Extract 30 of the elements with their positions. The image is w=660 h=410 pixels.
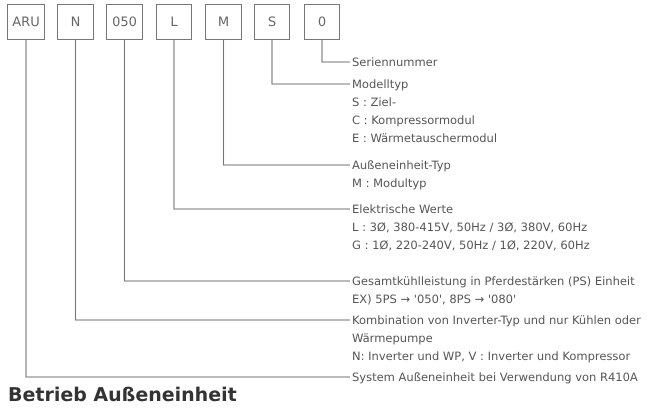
code-box: L bbox=[156, 4, 192, 40]
code-option-text: S : Ziel- bbox=[352, 94, 396, 111]
code-box: 0 bbox=[304, 4, 340, 40]
code-box: ARU bbox=[7, 4, 45, 40]
leader-line bbox=[271, 40, 350, 85]
description-text: System Außeneinheit bei Verwendung von R410A bbox=[352, 369, 638, 386]
description-text: Modelltyp bbox=[352, 76, 408, 93]
description-text: Kombination von Inverter-Typ und nur Kühlen oder Wärmepumpe bbox=[352, 312, 642, 347]
description-text: Gesamtkühlleistung in Pferdestärken (PS) Einheit bbox=[352, 273, 635, 290]
code-option-text: N: Inverter und WP, V : Inverter und Kompressor bbox=[352, 348, 630, 365]
leader-line bbox=[74, 40, 350, 321]
leader-line bbox=[124, 40, 350, 282]
title: Betrieb Außeneinheit bbox=[8, 384, 237, 406]
leader-line bbox=[222, 40, 350, 166]
code-option-text: E : Wärmetauschermodul bbox=[352, 130, 498, 147]
code-box: M bbox=[205, 4, 242, 40]
code-option-text: L : 3Ø, 380-415V, 50Hz / 3Ø, 380V, 60Hz bbox=[352, 219, 588, 236]
description-text: Elektrische Werte bbox=[352, 201, 454, 218]
code-box: S bbox=[254, 4, 290, 40]
code-box: 050 bbox=[106, 4, 143, 40]
leader-line bbox=[173, 40, 350, 210]
description-text: Außeneinheit-Typ bbox=[352, 157, 451, 174]
code-option-text: C : Kompressormodul bbox=[352, 112, 475, 129]
leader-line bbox=[321, 40, 350, 63]
leader-line bbox=[25, 40, 350, 378]
code-box: N bbox=[57, 4, 94, 40]
code-option-text: M : Modultyp bbox=[352, 175, 426, 192]
code-option-text: G : 1Ø, 220-240V, 50Hz / 1Ø, 220V, 60Hz bbox=[352, 237, 590, 254]
code-option-text: EX) 5PS → '050', 8PS → '080' bbox=[352, 291, 516, 308]
description-text: Seriennummer bbox=[352, 54, 438, 71]
